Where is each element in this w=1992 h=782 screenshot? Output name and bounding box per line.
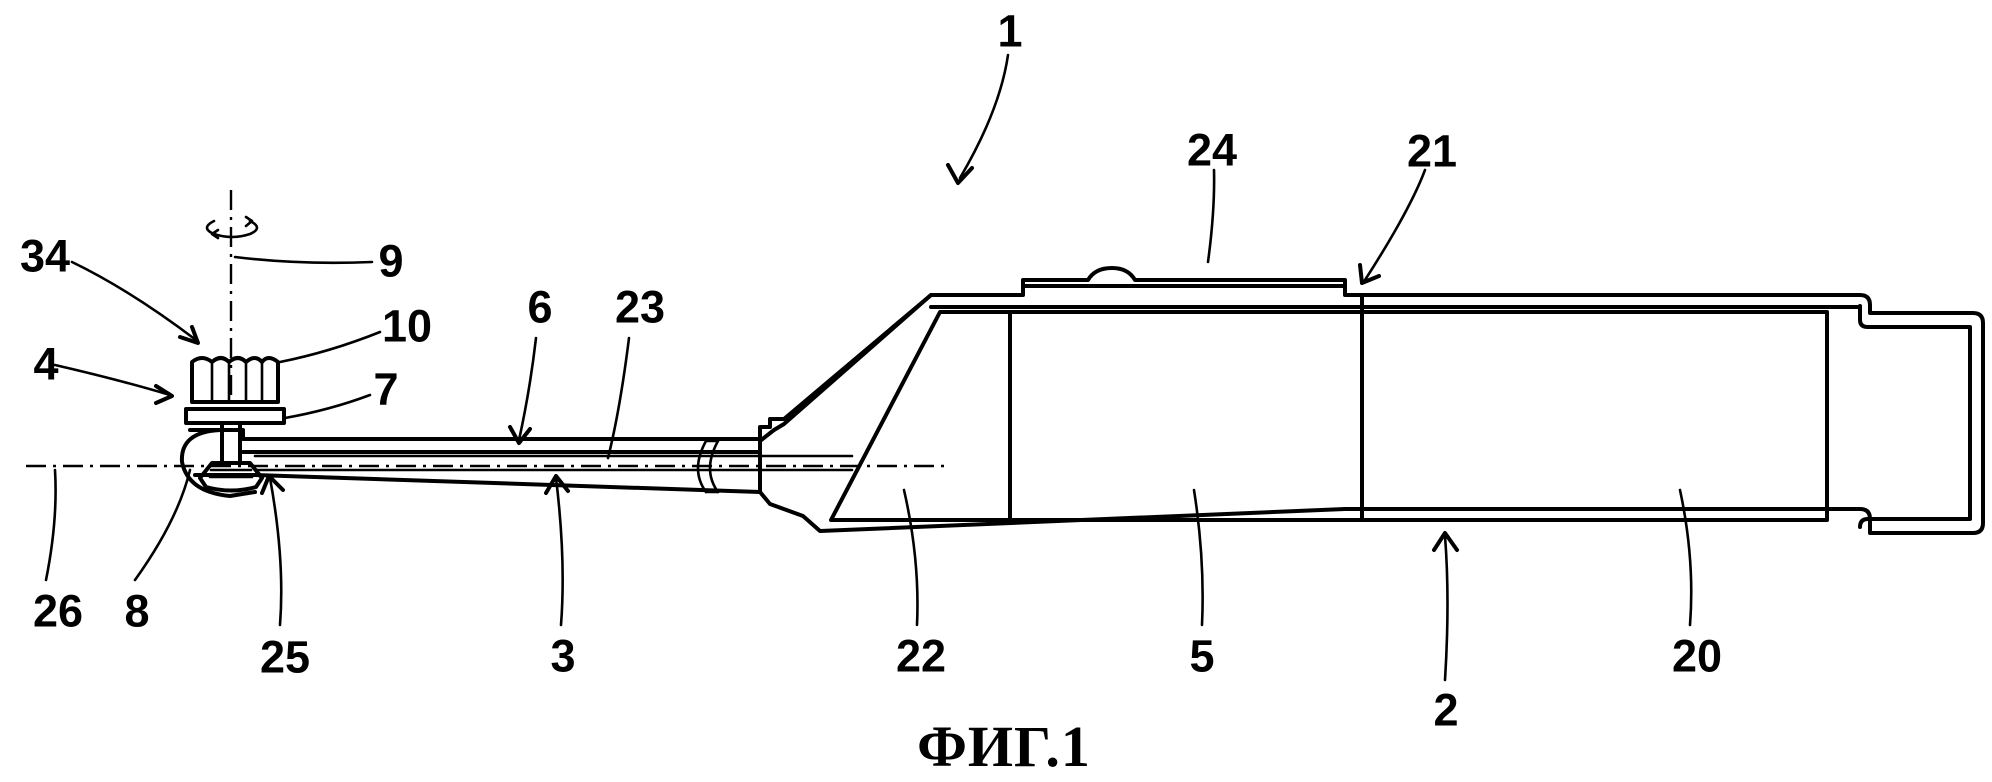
label-24: 24 — [1186, 124, 1238, 176]
label-21: 21 — [1406, 125, 1458, 177]
label-8: 8 — [124, 585, 150, 637]
label-23: 23 — [614, 281, 666, 333]
brush-head — [179, 356, 286, 498]
label-1: 1 — [997, 5, 1023, 57]
label-4: 4 — [33, 338, 59, 390]
label-2: 2 — [1433, 684, 1459, 736]
label-34: 34 — [19, 230, 71, 282]
leader-lines — [44, 53, 1693, 682]
label-3: 3 — [550, 630, 576, 682]
label-25: 25 — [259, 631, 311, 683]
label-20: 20 — [1671, 630, 1723, 682]
center-lines — [26, 190, 950, 468]
attachment-tube — [188, 293, 933, 494]
label-22: 22 — [895, 630, 947, 682]
figure-caption: ФИГ.1 — [917, 714, 1091, 779]
label-7: 7 — [373, 363, 399, 415]
label-9: 9 — [378, 235, 404, 287]
label-5: 5 — [1189, 630, 1215, 682]
label-26: 26 — [32, 585, 84, 637]
label-10: 10 — [381, 300, 433, 352]
label-6: 6 — [527, 281, 553, 333]
handle-housing — [758, 266, 1985, 535]
